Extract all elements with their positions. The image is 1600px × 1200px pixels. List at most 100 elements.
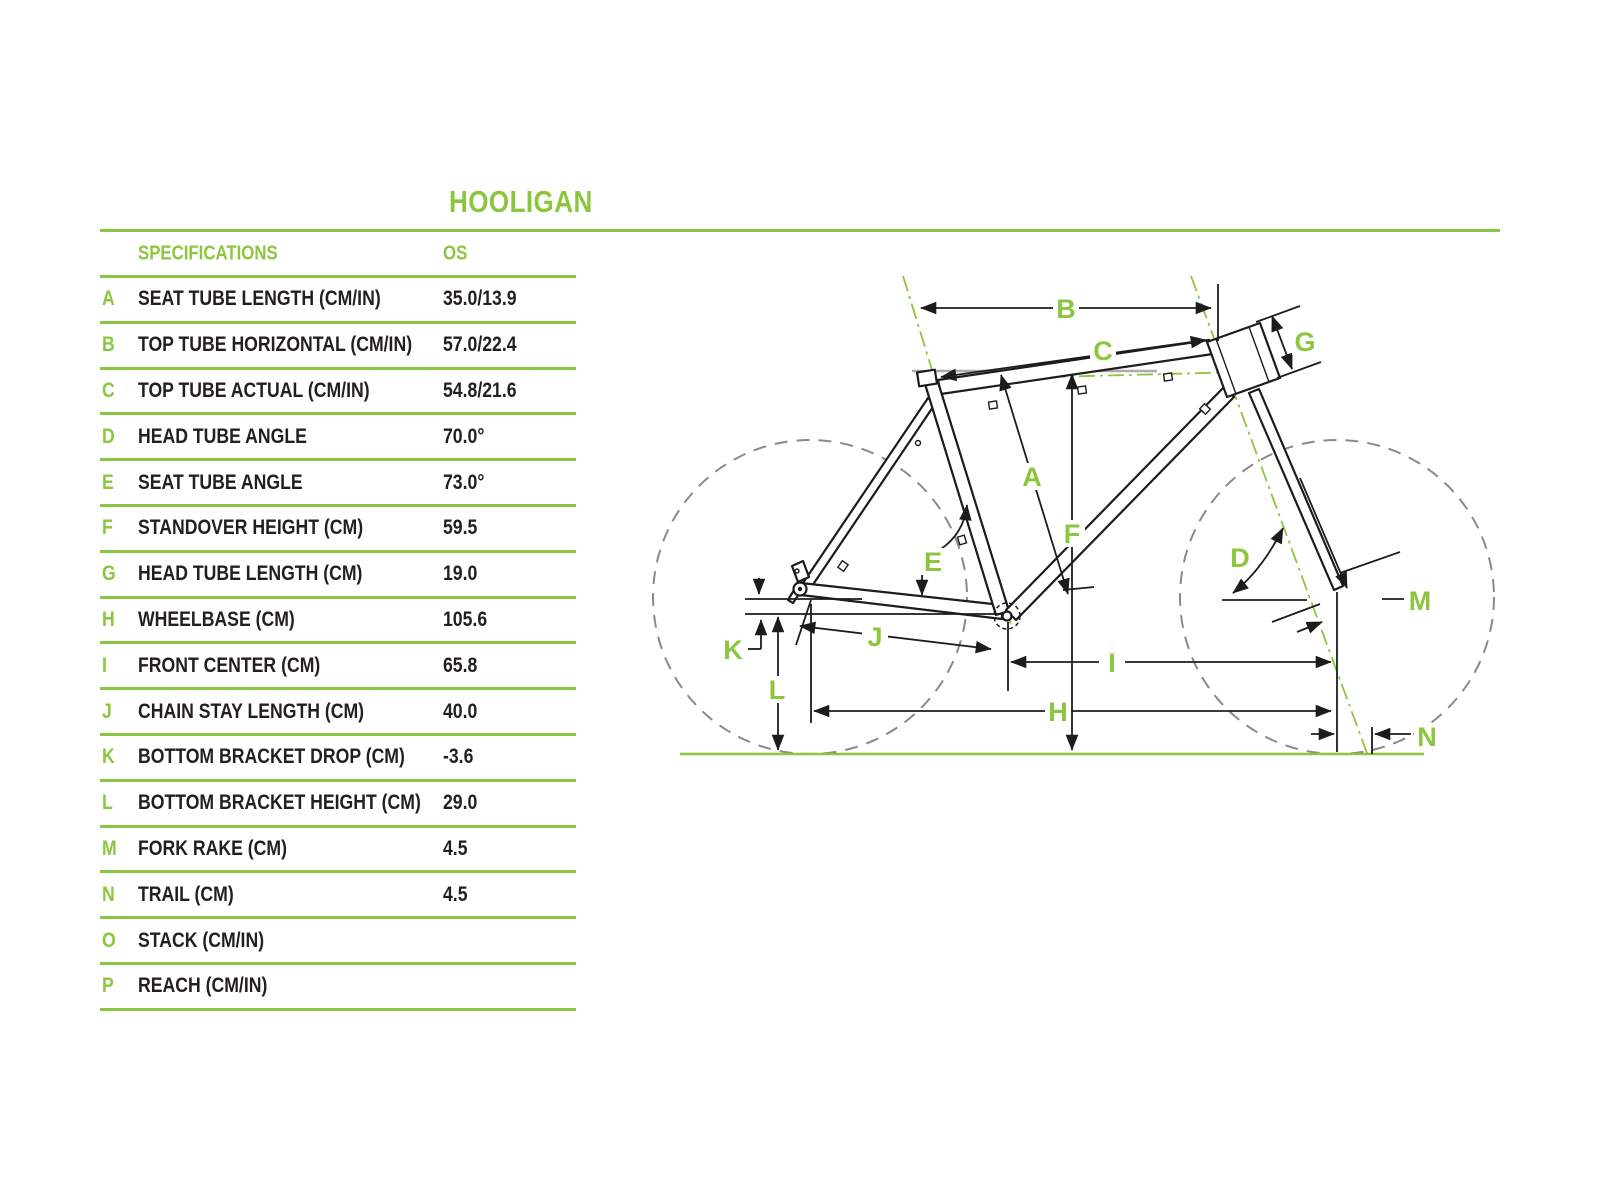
- row-label: SEAT TUBE LENGTH (CM/IN): [138, 287, 381, 311]
- table-row: P REACH (CM/IN): [100, 965, 576, 1011]
- table-row: F STANDOVER HEIGHT (CM) 59.5: [100, 507, 576, 553]
- dimension-letters: A BC D E F G H I J KL M N: [720, 294, 1440, 752]
- svg-text:N: N: [1417, 722, 1437, 752]
- dim-M-fork-axis-arrow: [1299, 477, 1348, 589]
- svg-text:B: B: [1056, 294, 1076, 324]
- row-letter: P: [102, 974, 114, 998]
- dim-G-ext1: [1255, 305, 1301, 323]
- table-row: L BOTTOM BRACKET HEIGHT (CM) 29.0: [100, 782, 576, 828]
- frame-head-tube: [1205, 321, 1282, 399]
- table-row: K BOTTOM BRACKET DROP (CM) -3.6: [100, 736, 576, 782]
- row-letter: B: [102, 333, 115, 357]
- dim-label-J: J: [862, 622, 888, 652]
- header-specifications: SPECIFICATIONS: [138, 242, 278, 264]
- row-label: HEAD TUBE LENGTH (CM): [138, 562, 363, 586]
- rear-dropout-hanger: [790, 559, 811, 584]
- row-letter: A: [102, 287, 115, 311]
- row-letter: O: [102, 928, 116, 952]
- row-value: 57.0/22.4: [443, 333, 517, 357]
- row-label: HEAD TUBE ANGLE: [138, 424, 307, 448]
- row-label: STACK (CM/IN): [138, 928, 265, 952]
- row-label: FRONT CENTER (CM): [138, 653, 321, 677]
- svg-text:G: G: [1294, 327, 1315, 357]
- row-value: 35.0/13.9: [443, 287, 517, 311]
- seat-lug: [915, 368, 939, 388]
- row-label: TRAIL (CM): [138, 882, 234, 906]
- row-value: 4.5: [443, 882, 468, 906]
- dim-J-leader: [795, 599, 812, 646]
- table-row: J CHAIN STAY LENGTH (CM) 40.0: [100, 690, 576, 736]
- bottom-bracket-dashed-circle: [993, 602, 1021, 630]
- cable-guide: [1162, 372, 1174, 382]
- dim-label-G: G: [1292, 327, 1318, 357]
- row-label: BOTTOM BRACKET HEIGHT (CM): [138, 791, 421, 815]
- header-size: OS: [443, 242, 468, 264]
- head-tube-detail-line: [1215, 338, 1237, 395]
- svg-text:M: M: [1409, 586, 1432, 616]
- row-label: REACH (CM/IN): [138, 974, 268, 998]
- cable-guide: [836, 559, 850, 573]
- bottom-bracket-center: [1001, 610, 1013, 622]
- dim-label-E: E: [920, 547, 946, 577]
- dim-label-C: C: [1090, 336, 1116, 366]
- head-tube-detail-line: [1248, 326, 1270, 383]
- svg-text:I: I: [1108, 648, 1116, 678]
- dim-label-H: H: [1045, 697, 1071, 727]
- row-letter: I: [102, 653, 107, 677]
- dim-label-F: F: [1059, 519, 1085, 549]
- svg-text:F: F: [1064, 519, 1081, 549]
- row-label: FORK RAKE (CM): [138, 836, 287, 860]
- svg-text:A: A: [1022, 462, 1042, 492]
- dim-label-D: D: [1227, 543, 1253, 573]
- table-header-row: SPECIFICATIONS OS: [100, 232, 576, 278]
- table-row: M FORK RAKE (CM) 4.5: [100, 828, 576, 874]
- steering-axis: [1190, 275, 1368, 754]
- dim-label-I: I: [1099, 648, 1125, 678]
- svg-text:K: K: [723, 635, 743, 665]
- table-row: E SEAT TUBE ANGLE 73.0°: [100, 461, 576, 507]
- table-rows: A SEAT TUBE LENGTH (CM/IN) 35.0/13.9 B T…: [100, 278, 576, 1011]
- row-value: 73.0°: [443, 470, 485, 494]
- table-row: G HEAD TUBE LENGTH (CM) 19.0: [100, 553, 576, 599]
- dim-label-M: M: [1407, 586, 1433, 616]
- row-label: BOTTOM BRACKET DROP (CM): [138, 745, 405, 769]
- table-row: N TRAIL (CM) 4.5: [100, 873, 576, 920]
- cable-guide: [1198, 402, 1212, 416]
- cable-guide: [987, 400, 999, 410]
- svg-text:D: D: [1230, 543, 1250, 573]
- dim-G-line: [1271, 315, 1293, 370]
- page-title-text: HOOLIGAN: [449, 184, 593, 219]
- dim-J-line: [799, 621, 992, 654]
- svg-text:E: E: [924, 547, 942, 577]
- row-letter: K: [102, 745, 115, 769]
- row-label: TOP TUBE ACTUAL (CM/IN): [138, 378, 370, 402]
- dim-label-L: L: [764, 675, 790, 705]
- dim-C-line: [940, 335, 1207, 382]
- hanger-bolt: [794, 568, 800, 574]
- svg-text:J: J: [867, 622, 882, 652]
- row-letter: G: [102, 562, 116, 586]
- cable-guide: [956, 534, 968, 546]
- row-letter: M: [102, 836, 117, 860]
- dim-E-arc: [940, 504, 972, 550]
- spec-table: SPECIFICATIONS OS A SEAT TUBE LENGTH (CM…: [100, 232, 576, 1011]
- svg-text:C: C: [1093, 336, 1113, 366]
- table-row: D HEAD TUBE ANGLE 70.0°: [100, 415, 576, 462]
- row-value: -3.6: [443, 745, 474, 769]
- table-row: H WHEELBASE (CM) 105.6: [100, 599, 576, 645]
- row-value: 59.5: [443, 516, 478, 540]
- dim-M-offset-line1: [1339, 551, 1401, 574]
- row-label: SEAT TUBE ANGLE: [138, 470, 303, 494]
- row-letter: C: [102, 378, 115, 402]
- row-label: STANDOVER HEIGHT (CM): [138, 516, 364, 540]
- row-letter: H: [102, 607, 115, 631]
- cable-guide: [1076, 385, 1088, 395]
- row-value: 70.0°: [443, 424, 485, 448]
- dim-label-K: K: [720, 635, 746, 665]
- frame-top-tube: [936, 338, 1215, 396]
- row-value: 29.0: [443, 791, 478, 815]
- dim-label-N: N: [1414, 722, 1440, 752]
- row-label: CHAIN STAY LENGTH (CM): [138, 699, 365, 723]
- table-row: C TOP TUBE ACTUAL (CM/IN) 54.8/21.6: [100, 370, 576, 416]
